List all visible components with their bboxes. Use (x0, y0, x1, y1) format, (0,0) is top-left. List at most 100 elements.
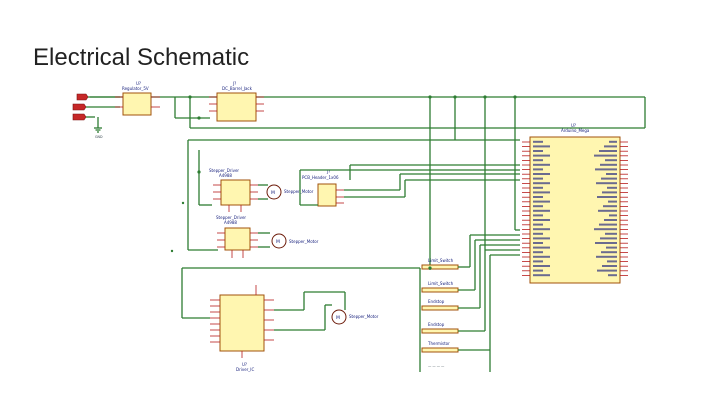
mcu-left-pin-text (533, 274, 550, 277)
driver2-name: Stepper_Driver (216, 215, 246, 220)
mcu-left-pin-text (533, 205, 543, 208)
mcu-left-pin-text (533, 223, 543, 226)
mcu-left-pin-text (533, 177, 543, 180)
mcu-left-pin-text (533, 140, 543, 143)
mcu-left-pin-text (533, 265, 550, 267)
mcu-right-pin-text (595, 242, 617, 244)
mcu-left-pin-text (533, 251, 543, 254)
mcu-right-pin-text (594, 228, 617, 231)
driver-ic: U? Driver_IC (210, 285, 346, 372)
driver-ic-right-pins (264, 299, 274, 341)
mcu-ref: U? (571, 123, 576, 128)
header2-label: Limit_Switch (428, 281, 454, 286)
driver2-value: A4988 (224, 220, 237, 225)
stepper-motor-1: M Stepper_Motor (266, 184, 314, 200)
mcu-right-pin-text (596, 182, 617, 185)
mcu-right-pin-text (608, 200, 617, 203)
mcu-left-pins (522, 140, 550, 277)
motor2-value: Stepper_Motor (289, 239, 319, 244)
mcu-left-pin-text (533, 200, 550, 203)
mcu-right-pin-text (595, 168, 617, 171)
mcu-left-pin-text (533, 242, 543, 244)
mcu-right-pin-text (597, 196, 617, 198)
dc-jack-ref: J? (232, 81, 236, 86)
mcu-left-pin-text (533, 219, 550, 221)
slide-title: Electrical Schematic (33, 44, 250, 71)
mcu-left-pin-text (533, 182, 550, 185)
mcu-right-pin-text (607, 260, 617, 263)
header-stack: Limit_Switch Limit_Switch Endstop Endsto… (419, 235, 491, 372)
stepper-motor-2: M Stepper_Motor (271, 233, 319, 249)
mcu-right-pin-text (609, 214, 617, 217)
mcu-left-pin-text (533, 196, 543, 198)
regulator-value: Regulator_5V (122, 86, 149, 91)
mcu-left-pin-text (533, 173, 550, 175)
regulator-component: U? Regulator_5V (115, 81, 160, 116)
mcu-left-pin-text (533, 145, 550, 148)
mcu-left-pin-text (533, 154, 550, 157)
mcu-left-pin-text (533, 168, 543, 171)
mcu-left-pin-text (533, 228, 550, 231)
header3-label: Endstop (428, 299, 445, 304)
mcu-right-pin-text (604, 219, 617, 221)
mcu-right-pin-text (596, 255, 617, 258)
driver-ic-ref: U? (242, 362, 247, 367)
power-input-flags: GND (72, 93, 120, 139)
motor1-value: Stepper_Motor (284, 189, 314, 194)
mcu-left-pin-text (533, 209, 550, 212)
mcu-right-pin-text (598, 209, 617, 212)
mcu-left-pin-text (533, 214, 543, 217)
left-bus (181, 140, 420, 319)
mcu-left-pin-text (533, 191, 550, 194)
mcu-right-pin-text (602, 191, 617, 194)
mcu-left-pin-text (533, 260, 543, 263)
mcu-right-pin-text (597, 269, 617, 272)
stepper-driver-1: Stepper_Driver A4988 (209, 168, 268, 212)
mcu-left-pin-text (533, 159, 543, 162)
mcu-value: Arduino_Mega (561, 128, 590, 133)
driver1-value: A4988 (219, 173, 232, 178)
svg-text:M: M (276, 239, 280, 245)
mcu-right-pin-text (599, 150, 617, 152)
dc-jack-value: DC_Barrel_Jack (222, 86, 253, 91)
mcu-left-pin-text (533, 232, 543, 235)
mcu-left-pin-text (533, 150, 543, 152)
mcu-right-pin-text (602, 265, 617, 267)
dc-jack-component: J? DC_Barrel_Jack (209, 81, 264, 122)
mcu-right-pin-text (603, 205, 617, 208)
conn-ref: J? (326, 169, 330, 174)
conn-value: PCB_Header_1x06 (302, 175, 339, 180)
stepper-motor-3: M Stepper_Motor (331, 309, 379, 325)
mcu-right-pin-text (601, 251, 617, 254)
mcu-right-pin-text (606, 173, 617, 175)
mcu-right-pin-text (609, 140, 617, 143)
header1-label: Limit_Switch (428, 258, 454, 263)
mcu-right-pin-text (604, 145, 617, 148)
mcu-right-pin-text (601, 177, 617, 180)
junction-dots (170, 95, 517, 270)
regulator-ref: U? (136, 81, 141, 86)
gnd-label: GND (95, 135, 103, 139)
mcu-left-pin-text (533, 237, 550, 240)
mcu-right-pin-text (607, 186, 617, 189)
mcu-left-pin-text (533, 255, 550, 258)
mcu-left-pin-text (533, 269, 543, 272)
driver-ic-left-pins (210, 299, 220, 343)
svg-text:M: M (271, 190, 275, 196)
header5-label: Thermistor (427, 341, 450, 346)
svg-text:M: M (336, 315, 340, 321)
mcu-arduino: U? Arduino_Mega (522, 123, 628, 284)
mcu-right-pins (594, 140, 628, 277)
mcu-left-pin-text (533, 246, 550, 249)
mcu-left-pin-text (533, 186, 543, 189)
stepper-driver-2: Stepper_Driver A4988 (216, 215, 270, 258)
mcu-right-pin-text (600, 237, 617, 240)
mcu-right-pin-text (594, 154, 617, 157)
mcu-right-pin-text (600, 163, 617, 166)
connector-header: J? PCB_Header_1x06 (299, 169, 406, 207)
mcu-right-pin-text (608, 274, 617, 277)
mcu-right-pin-text (606, 246, 617, 249)
mcu-right-pin-text (599, 223, 617, 226)
